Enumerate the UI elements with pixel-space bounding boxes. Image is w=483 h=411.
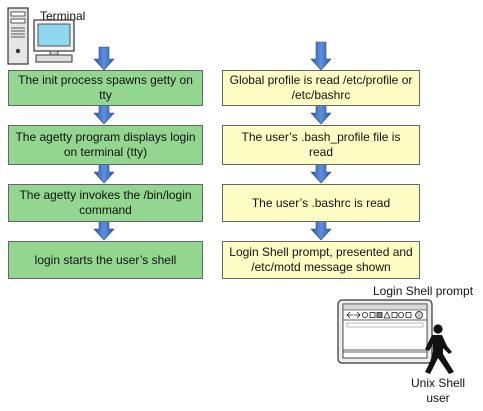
- arrow-down-icon: [93, 162, 115, 184]
- arrow-down-icon: [310, 103, 332, 125]
- step-init-spawns-getty: The init process spawns getty on tty: [8, 70, 203, 106]
- step-bashrc-read: The user’s .bashrc is read: [222, 184, 420, 222]
- user-label: Unix Shell user: [410, 376, 466, 405]
- user-figure-icon: [425, 324, 454, 374]
- step-agetty-invokes-login: The agetty invokes the /bin/login comman…: [8, 184, 203, 222]
- arrow-down-icon: [93, 219, 115, 241]
- arrow-down-icon: [93, 103, 115, 125]
- terminal-computer-icon: [7, 7, 75, 65]
- terminal-label: Terminal: [40, 9, 86, 23]
- step-login-shell-prompt: Login Shell prompt, presented and /etc/m…: [222, 241, 420, 279]
- step-login-starts-shell: login starts the user’s shell: [8, 241, 203, 279]
- arrow-down-icon: [93, 46, 115, 71]
- step-agetty-displays-login: The agetty program displays login on ter…: [8, 125, 203, 165]
- step-bash-profile-read: The user’s .bash_profile file is read: [222, 125, 420, 165]
- app-window-monitor-icon: [337, 299, 433, 364]
- arrow-down-icon: [310, 219, 332, 241]
- step-global-profile-read: Global profile is read /etc/profile or /…: [222, 70, 420, 106]
- arrow-down-icon: [310, 162, 332, 184]
- login-prompt-label: Login Shell prompt: [373, 284, 474, 298]
- arrow-down-icon: [310, 41, 332, 71]
